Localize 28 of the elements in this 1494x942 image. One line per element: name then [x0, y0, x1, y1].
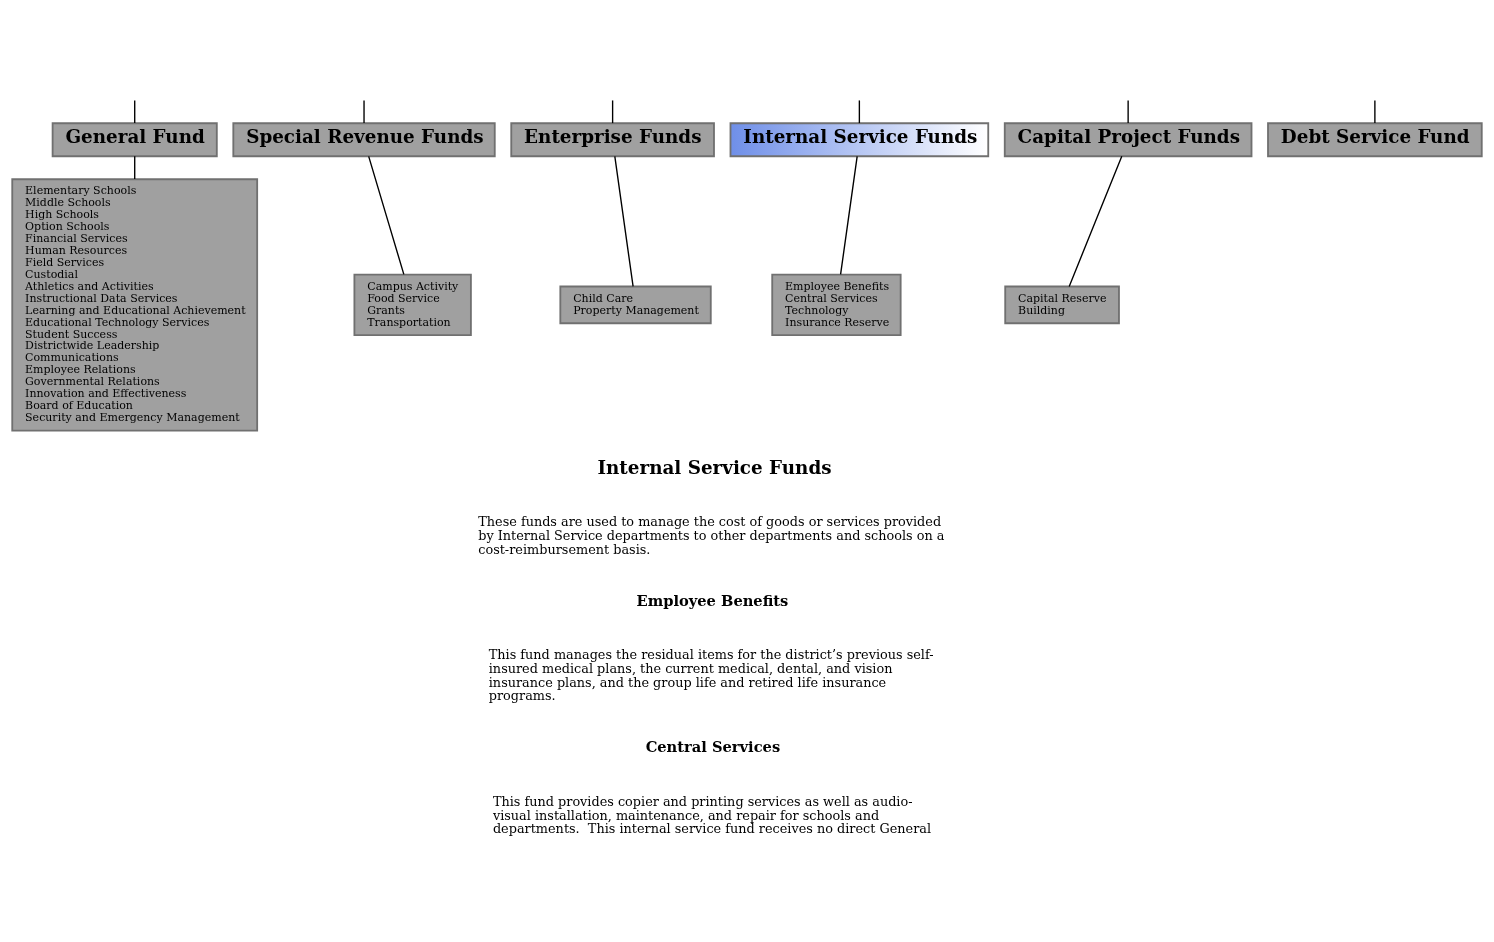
connector — [363, 99, 365, 124]
connector — [611, 99, 614, 124]
label: Internal Service Funds — [597, 456, 832, 478]
connector — [839, 155, 858, 275]
node-box: Child Care Property Management — [559, 285, 712, 324]
label: This fund manages the residual items for the district’s previous self-insured medical plans, the current medical, dental, and vision insurance plans, and the group life and retired life insurance programs. — [488, 646, 934, 703]
node-box: Internal Service Funds — [729, 121, 990, 157]
node-box: Elementary Schools Middle Schools High Schools Option Schools Financial Services Human Resources Field Services Custodial Athletics and Activities Instructional Data Services Learning and Educational Achievement Educational Technology Services Student Success Districtwide Leadership Communications Employee Relations Governmental Relations Innovation and Effectiveness Board of Education Security and Emergency Management — [11, 177, 259, 431]
node-box: Employee Benefits Central Services Technology Insurance Reserve — [771, 273, 902, 336]
connector — [1374, 99, 1376, 124]
connector — [368, 155, 405, 275]
label: This fund provides copier and printing services as well as audio-visual installation, maintenance, and repair for schools and departments. This internal service fund receives no direct General — [492, 793, 932, 836]
connector — [1127, 99, 1129, 124]
node-box: Special Revenue Funds — [232, 121, 496, 157]
node-box: Capital Reserve Building — [1004, 285, 1120, 324]
connector — [134, 99, 136, 124]
connector — [134, 155, 136, 180]
connector — [858, 99, 861, 124]
connector — [614, 155, 634, 287]
node-box: Enterprise Funds — [510, 121, 715, 157]
node-box: General Fund — [51, 121, 218, 157]
label: Central Services — [645, 737, 781, 755]
node-box: Debt Service Fund — [1267, 121, 1483, 157]
label: These funds are used to manage the cost of goods or services provided by Internal Service departments to other departments and schools on a cost-reimbursement basis. — [478, 513, 945, 557]
node-box: Capital Project Funds — [1003, 121, 1253, 157]
node-box: Campus Activity Food Service Grants Transportation — [353, 273, 472, 336]
connector — [1068, 155, 1123, 287]
label: Employee Benefits — [636, 591, 789, 609]
